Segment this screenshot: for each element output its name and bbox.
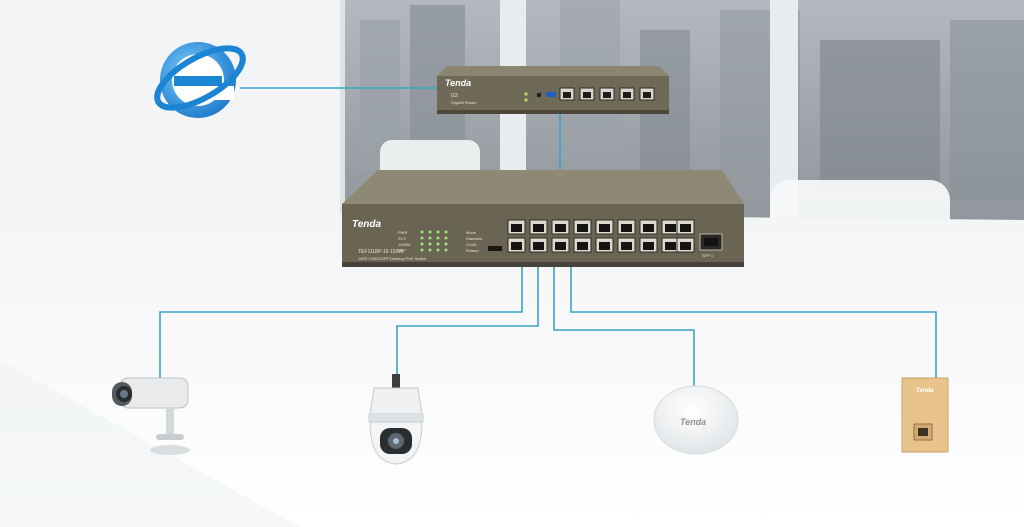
link-switch-ptz-camera [396, 254, 539, 378]
switch-brand: Tenda [352, 219, 382, 230]
ie-globe-icon [154, 42, 246, 118]
switch-led-label-3: SFP [398, 248, 406, 253]
ceiling-ap-device: Tenda [650, 380, 742, 456]
status-led-icon [436, 236, 440, 240]
status-led-icon [444, 236, 448, 240]
switch-mode-label-1: Standard [466, 236, 483, 241]
router-brand: Tenda [445, 78, 472, 88]
link-switch-bullet-camera [159, 254, 523, 380]
router-device: Tenda G3 Gigabit Router [437, 66, 669, 114]
status-led-icon [444, 248, 448, 252]
link-switch-ceiling-ap [553, 254, 695, 392]
status-led-icon [444, 230, 448, 234]
switch-mode-label-3: Extend [466, 248, 479, 253]
status-led-icon [428, 248, 432, 252]
switch-model: TEF1118P-16-150W [358, 249, 404, 255]
status-led-icon [420, 248, 424, 252]
router-model: G3 [451, 93, 458, 99]
status-led-icon [420, 236, 424, 240]
status-led-icon [436, 248, 440, 252]
bullet-camera-icon [112, 377, 190, 455]
usb-port-icon [546, 92, 556, 97]
wall-ap-brand: Tenda [916, 388, 934, 394]
router-sub: Gigabit Router [451, 100, 477, 105]
switch-led-label-2: 1000M [398, 242, 411, 247]
status-led-icon [420, 242, 424, 246]
switch-mode-label-0: Mode [466, 230, 477, 235]
ceiling-ap-icon [653, 385, 739, 455]
ap-brand: Tenda [680, 417, 707, 427]
poe-switch-device: Tenda TEF1118P-16-150W 16FE+1GE/1SFP Des… [342, 170, 744, 270]
status-led-icon [436, 230, 440, 234]
switch-desc: 16FE+1GE/1SFP Desktop PoE Switch [358, 256, 427, 261]
status-led-icon [428, 236, 432, 240]
link-switch-wall-ap [570, 254, 937, 378]
status-led-icon [444, 242, 448, 246]
ptz-dome-camera-icon [368, 374, 424, 465]
status-led-icon [428, 230, 432, 234]
router-chassis [437, 66, 669, 114]
status-led-icon [428, 242, 432, 246]
switch-chassis [342, 170, 744, 267]
switch-sfp-label: SFP 1 [702, 253, 714, 258]
switch-led-label-1: SYS [398, 236, 407, 241]
switch-led-label-0: PWR [398, 230, 408, 235]
status-led-icon [420, 230, 424, 234]
wall-plate-ap-device: Tenda [900, 376, 950, 454]
wall-plate-ap-icon [901, 377, 949, 453]
switch-mode-label-2: VLAN [466, 242, 477, 247]
status-led-icon [436, 242, 440, 246]
